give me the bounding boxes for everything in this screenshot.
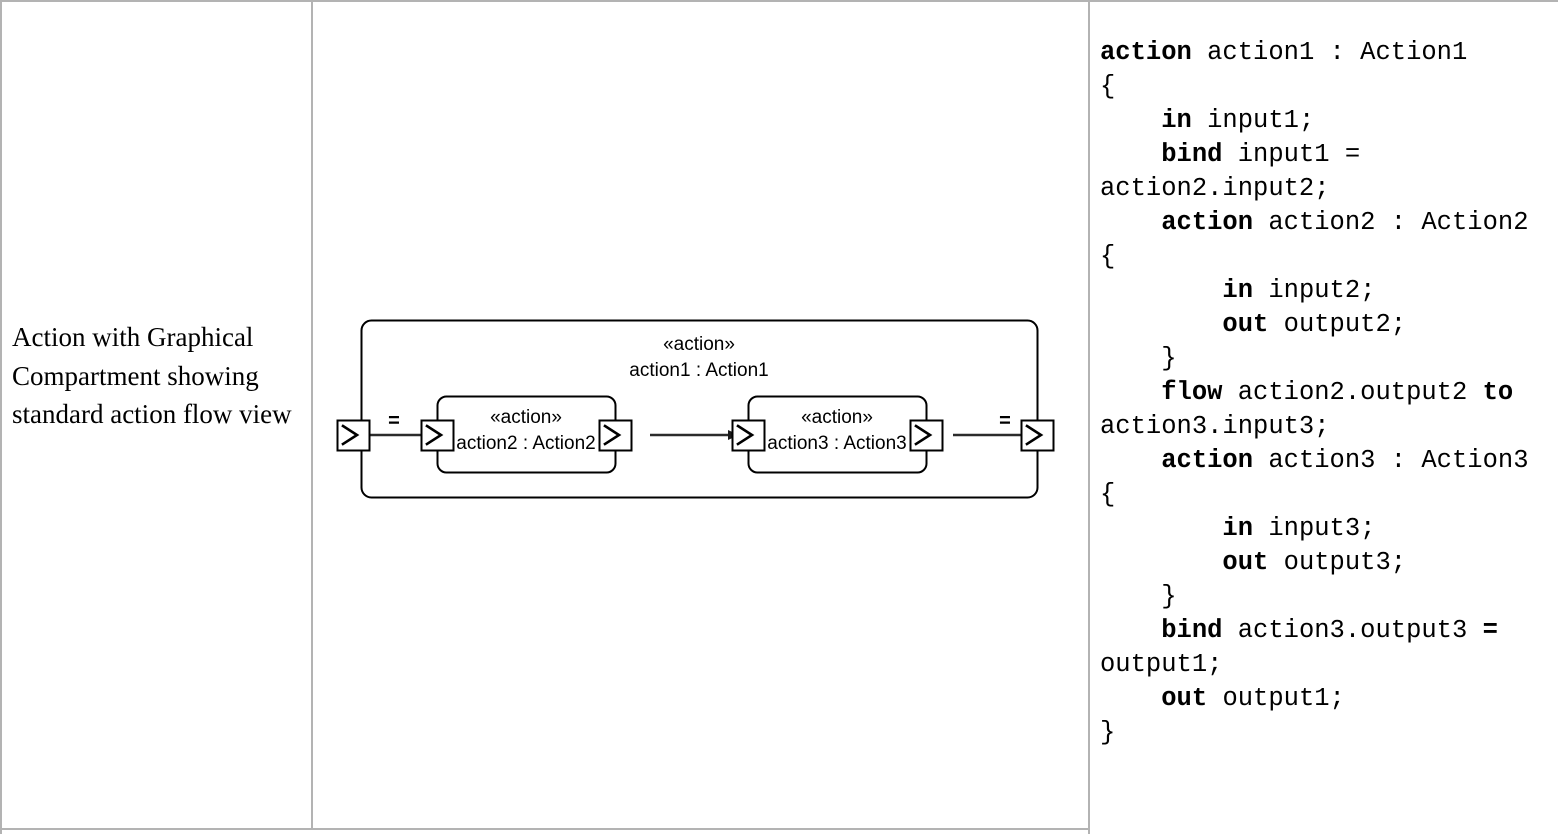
table-border-bottom xyxy=(0,828,1090,830)
code-text: output2; xyxy=(1268,310,1407,339)
inner-block-action3-name: action3 : Action3 xyxy=(767,433,906,454)
description-text: Action with Graphical Compartment showin… xyxy=(12,322,292,429)
code-text xyxy=(1100,276,1222,305)
code-line: } xyxy=(1100,580,1552,614)
code-line: in input3; xyxy=(1100,512,1552,546)
code-text xyxy=(1100,106,1161,135)
code-keyword: out xyxy=(1222,548,1269,577)
code-keyword: in xyxy=(1222,514,1254,543)
code-text: input1 = action2.input2; xyxy=(1100,140,1376,203)
code-line: in input1; xyxy=(1100,104,1552,138)
code-keyword: bind xyxy=(1161,616,1223,645)
code-keyword: in xyxy=(1222,276,1254,305)
code-line: action action1 : Action1 xyxy=(1100,36,1552,70)
code-line: in input2; xyxy=(1100,274,1552,308)
code-text xyxy=(1100,684,1161,713)
code-text: input2; xyxy=(1253,276,1376,305)
code-line: out output1; xyxy=(1100,682,1552,716)
code-text: input3; xyxy=(1253,514,1376,543)
code-line: } xyxy=(1100,716,1552,750)
code-keyword: out xyxy=(1222,310,1269,339)
port-action3-out[interactable] xyxy=(909,419,944,452)
code-keyword: action xyxy=(1161,208,1254,237)
code-text: } xyxy=(1100,582,1177,611)
code-text xyxy=(1100,616,1161,645)
port-action2-in[interactable] xyxy=(420,419,455,452)
code-text xyxy=(1100,548,1222,577)
code-line: out output3; xyxy=(1100,546,1552,580)
code-text: } xyxy=(1100,718,1116,747)
arrow-right-open-icon xyxy=(603,424,622,446)
code-text xyxy=(1100,310,1222,339)
inner-block-action3-stereotype: «action» xyxy=(801,407,873,428)
code-line: { xyxy=(1100,70,1552,104)
inner-block-action2-name: action2 : Action2 xyxy=(456,433,595,454)
code-text: action3.input3; xyxy=(1100,378,1529,441)
code-text xyxy=(1100,514,1222,543)
code-text: action1 : Action1 xyxy=(1191,38,1468,67)
port-action3-in[interactable] xyxy=(731,419,766,452)
outer-block-name: action1 : Action1 xyxy=(629,360,768,381)
code-text: action3 : Action3 { xyxy=(1100,446,1544,509)
code-line: out output2; xyxy=(1100,308,1552,342)
code-line: action action3 : Action3 { xyxy=(1100,444,1552,512)
code-text: { xyxy=(1100,72,1116,101)
table-border-left xyxy=(0,0,2,834)
arrow-right-open-icon xyxy=(1025,424,1044,446)
code-keyword: bind xyxy=(1161,140,1223,169)
outer-block-stereotype: «action» xyxy=(663,334,735,355)
code-keyword: to xyxy=(1482,378,1514,407)
port-action2-out[interactable] xyxy=(598,419,633,452)
binding-symbol-left: = xyxy=(388,410,400,432)
code-text: output3; xyxy=(1268,548,1407,577)
code-line: bind input1 = action2.input2; xyxy=(1100,138,1552,206)
arrow-right-open-icon xyxy=(914,424,933,446)
code-text xyxy=(1100,378,1161,407)
port-action1-out[interactable] xyxy=(1020,419,1055,452)
action-flow-diagram: «action» action1 : Action1 = = «action» … xyxy=(336,319,1055,499)
arrow-right-open-icon xyxy=(341,424,360,446)
code-text xyxy=(1100,208,1161,237)
code-listing[interactable]: action action1 : Action1{ in input1; bin… xyxy=(1100,36,1552,750)
table-column-divider-2 xyxy=(1088,0,1090,834)
diagram-cell: «action» action1 : Action1 = = «action» … xyxy=(313,0,1088,830)
binding-symbol-right: = xyxy=(999,410,1011,432)
code-line: action action2 : Action2 { xyxy=(1100,206,1552,274)
table-border-top xyxy=(0,0,1558,2)
table-column-divider-1 xyxy=(311,0,313,830)
code-text: action2.output2 xyxy=(1222,378,1483,407)
code-text xyxy=(1100,140,1161,169)
code-text: } xyxy=(1100,344,1177,373)
inner-block-action2-stereotype: «action» xyxy=(490,407,562,428)
code-keyword: = xyxy=(1482,616,1498,645)
code-line: flow action2.output2 to action3.input3; xyxy=(1100,376,1552,444)
code-keyword: in xyxy=(1161,106,1192,135)
code-cell: action action1 : Action1{ in input1; bin… xyxy=(1091,0,1558,834)
code-text xyxy=(1100,446,1161,475)
code-keyword: out xyxy=(1161,684,1208,713)
code-keyword: flow xyxy=(1161,378,1223,407)
code-text: action2 : Action2 { xyxy=(1100,208,1544,271)
arrow-right-open-icon xyxy=(736,424,755,446)
arrow-right-open-icon xyxy=(425,424,444,446)
code-text: output1; xyxy=(1207,684,1345,713)
code-keyword: action xyxy=(1100,38,1192,67)
port-action1-in[interactable] xyxy=(336,419,371,452)
code-keyword: action xyxy=(1161,446,1254,475)
code-line: bind action3.output3 = output1; xyxy=(1100,614,1552,682)
code-text: input1; xyxy=(1191,106,1315,135)
code-text: output1; xyxy=(1100,616,1514,679)
code-text: action3.output3 xyxy=(1222,616,1483,645)
description-cell: Action with Graphical Compartment showin… xyxy=(12,318,292,434)
code-line: } xyxy=(1100,342,1552,376)
